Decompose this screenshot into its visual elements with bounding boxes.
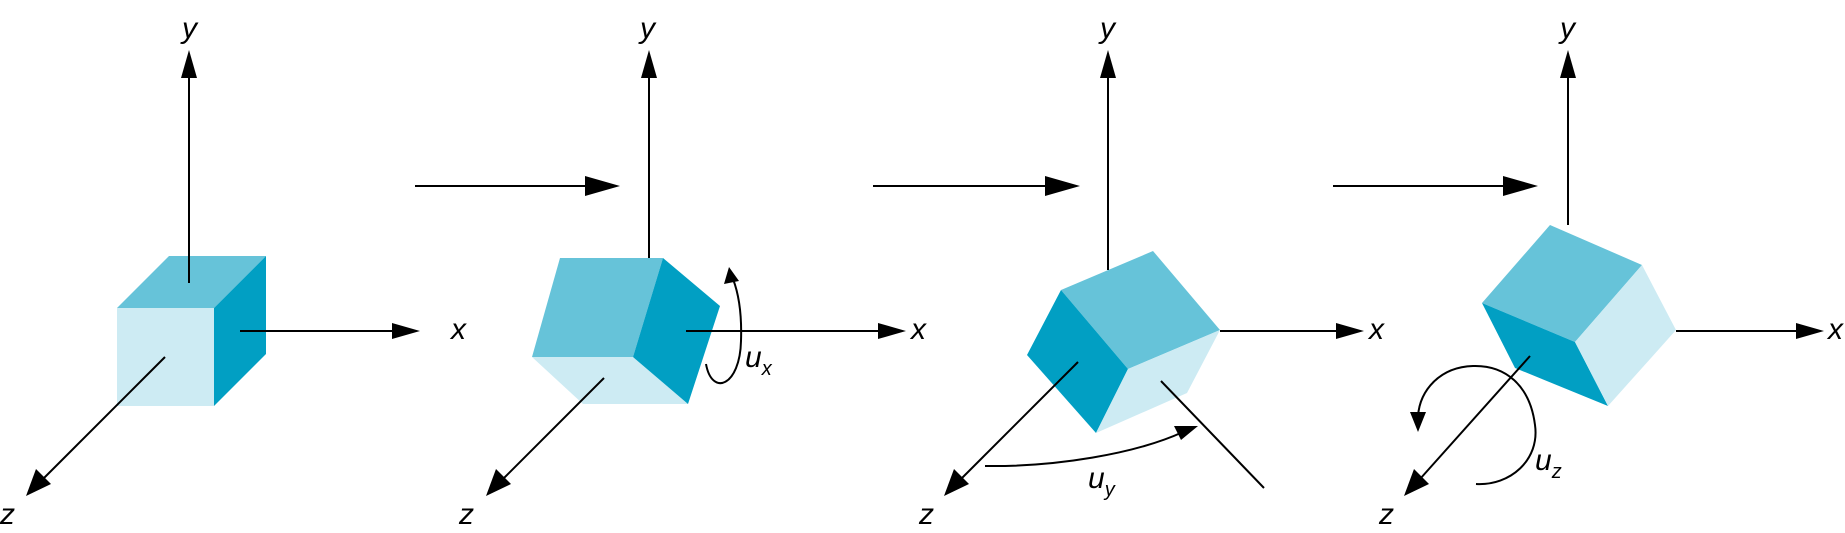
y-axis-arrowhead (641, 50, 657, 78)
rotation-label-y: uy (1088, 462, 1116, 501)
z-axis (1419, 355, 1531, 480)
panel-2: x y z ux (458, 12, 927, 531)
x-axis-arrowhead (1336, 323, 1364, 339)
cube-left-face (1027, 290, 1128, 433)
x-axis-label: x (1367, 313, 1385, 346)
panel-1: y x z (0, 12, 467, 531)
cube-top-face (1061, 251, 1220, 369)
rotation-arc-z (1417, 364, 1537, 486)
rotation-arc-x (705, 278, 743, 385)
z-axis-label: z (458, 498, 474, 531)
transition-arrow-2 (873, 176, 1080, 196)
y-axis-arrowhead (1560, 50, 1576, 78)
cube-4 (1482, 225, 1676, 406)
rotation-label-z: uz (1535, 444, 1562, 483)
z-axis-arrowhead (1404, 469, 1429, 496)
z-axis-arrowhead (486, 469, 511, 496)
cube-top-face (532, 258, 663, 357)
cube-front-face (1575, 265, 1676, 406)
y-axis-label: y (638, 12, 657, 45)
rotated-axis-line (1160, 380, 1265, 489)
x-axis-arrowhead (1796, 323, 1824, 339)
z-axis (502, 377, 605, 480)
cube-bottom-face (532, 357, 688, 404)
transition-arrow-3 (1333, 176, 1538, 196)
panel-3: x y z uy (918, 12, 1385, 531)
y-axis-arrowhead (181, 50, 197, 78)
cube-2 (532, 258, 720, 404)
x-axis-arrowhead (878, 323, 906, 339)
x-axis-label: x (449, 313, 467, 346)
z-axis-arrowhead (26, 469, 51, 496)
rotation-arc-x-arrowhead (724, 267, 739, 284)
panel-4: x y z uz (1378, 12, 1844, 531)
transition-arrow-1 (415, 176, 620, 196)
z-axis-label: z (0, 498, 15, 531)
z-axis-arrowhead (944, 469, 969, 496)
z-axis-label: z (918, 498, 934, 531)
y-axis-label: y (1098, 12, 1117, 45)
z-axis-label: z (1378, 498, 1394, 531)
cube-3 (1027, 251, 1220, 433)
rotation-arc-z-arrowhead (1410, 412, 1426, 432)
y-axis-arrowhead (1100, 50, 1116, 78)
y-axis-label: y (1558, 12, 1577, 45)
cube-top-face (117, 256, 266, 308)
rotation-label-x: ux (745, 341, 773, 380)
rotation-arc-y (984, 431, 1184, 468)
rotation-arc-y-arrowhead (1174, 426, 1198, 440)
x-axis-label: x (1826, 313, 1844, 346)
z-axis (42, 356, 166, 480)
cube-side-face (633, 258, 720, 404)
x-axis-arrowhead (392, 323, 420, 339)
cube-top-face (1482, 225, 1642, 342)
cube-left-face (1482, 303, 1608, 406)
z-axis (960, 361, 1079, 480)
y-axis-label: y (180, 12, 199, 45)
x-axis-label: x (909, 313, 927, 346)
cube-front-face (1096, 330, 1220, 433)
